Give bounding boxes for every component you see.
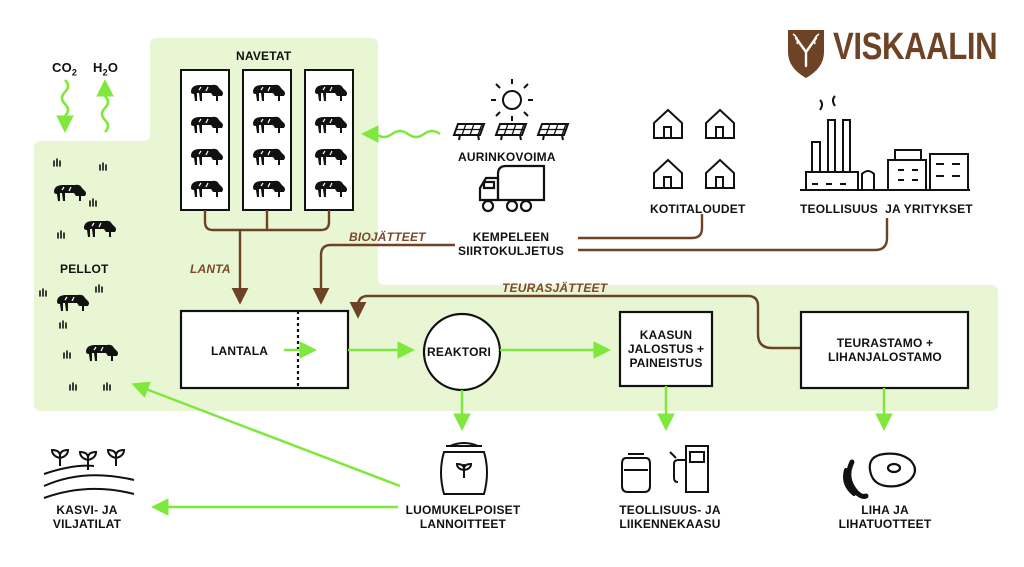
co2-emission-arrow — [56, 79, 74, 133]
solar-panel-icon — [453, 123, 569, 141]
solar-energy-arrow — [361, 125, 441, 143]
teollisuus-label: TEOLLISUUS JA YRITYKSET — [800, 202, 973, 216]
fertilizer-bag-icon — [440, 442, 488, 495]
plant-icon — [43, 448, 135, 499]
h2o-emission-arrow — [96, 79, 114, 133]
co2-label: CO2 — [52, 60, 78, 78]
slaughter-waste-arrow — [349, 294, 800, 350]
reaktori-label: REAKTORI — [427, 345, 492, 359]
kaasu-out-label: TEOLLISUUS- JA LIIKENNEKAASU — [619, 503, 721, 531]
kasvi-label: KASVI- JA VILJATILAT — [52, 503, 122, 531]
meat-icon — [868, 452, 917, 488]
teurastamo-label: TEURASTAMO + LIHANJALOSTAMO — [828, 336, 942, 364]
biojatteet-flow-label: BIOJÄTTEET — [349, 230, 426, 244]
house-icon — [653, 109, 735, 189]
aurinkovoima-label: AURINKOVOIMA — [458, 150, 556, 164]
industry-line — [578, 218, 889, 252]
kempeleen-label: KEMPELEEN SIIRTOKULJETUS — [458, 230, 564, 258]
gas-cylinder-icon — [621, 453, 651, 493]
barn-units — [180, 69, 354, 211]
lantala-box — [179, 309, 350, 390]
households-line — [578, 214, 704, 240]
manure-line-3 — [240, 210, 331, 232]
green-flow-lines — [131, 341, 893, 516]
h2o-label: H2O — [93, 60, 119, 78]
biowaste-arrow — [312, 243, 455, 305]
kotitaloudet-label: KOTITALOUDET — [650, 202, 746, 216]
brand-logo: VISKAALIN — [833, 26, 1024, 69]
garbage-truck-icon — [478, 164, 546, 213]
navetat-label: NAVETAT — [236, 49, 292, 63]
factory-icon — [800, 95, 970, 191]
manure-line-1 — [203, 210, 240, 232]
brown-flow-lines — [203, 210, 889, 350]
sausage-icon — [843, 459, 869, 499]
sun-icon — [491, 79, 533, 121]
teurasjatteet-flow-label: TEURASJÄTTEET — [502, 281, 608, 295]
pellot-label: PELLOT — [60, 262, 109, 276]
kaasun-label: KAASUN JALOSTUS + PAINEISTUS — [627, 328, 705, 370]
luomu-label: LUOMUKELPOISET LANNOITTEET — [405, 503, 521, 531]
lanta-flow-label: LANTA — [190, 262, 231, 276]
viskaalin-shield-icon — [788, 30, 824, 78]
lantala-label: LANTALA — [211, 344, 269, 358]
liha-label: LIHA JA LIHATUOTTEET — [838, 503, 932, 531]
fuel-pump-icon — [669, 445, 709, 493]
brand-name: VISKAALIN — [833, 26, 998, 68]
